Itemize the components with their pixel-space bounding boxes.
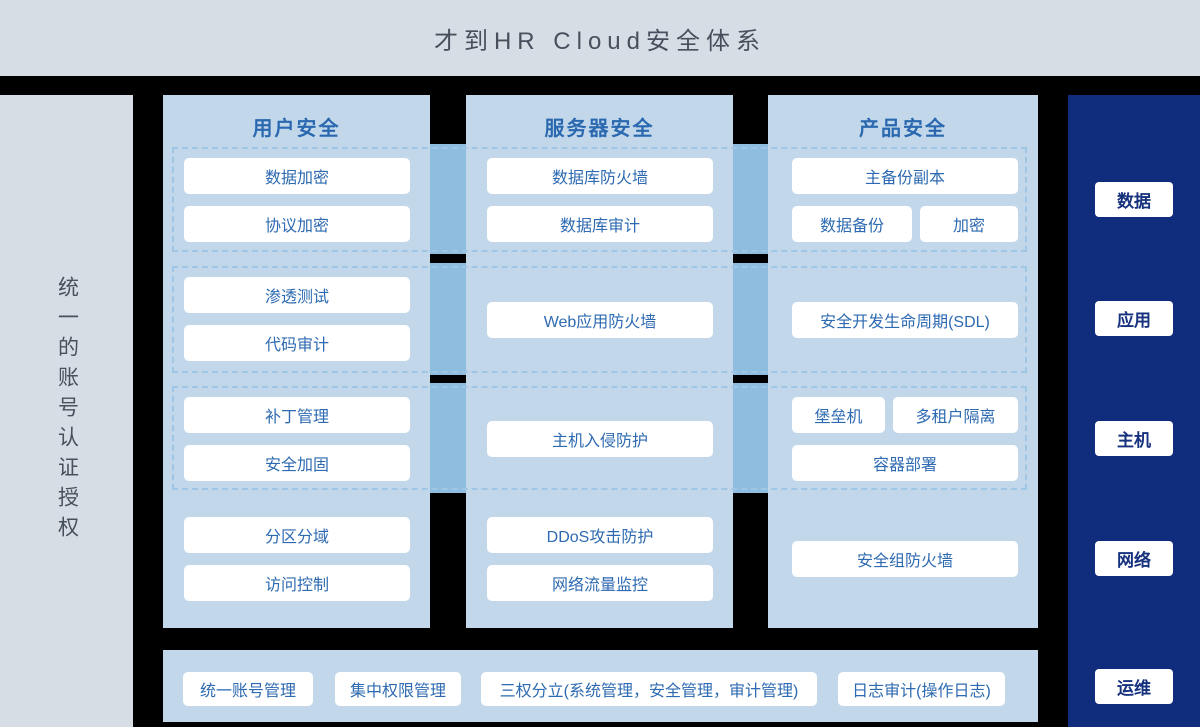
dashed-group-row-3 xyxy=(172,386,1027,490)
node-primary-backup-replica: 主备份副本 xyxy=(792,158,1018,194)
node-security-group-firewall: 安全组防火墙 xyxy=(792,541,1018,577)
node-host-intrusion-prevention: 主机入侵防护 xyxy=(487,421,713,457)
node-log-audit: 日志审计(操作日志) xyxy=(838,672,1005,706)
column-header-product-security: 产品安全 xyxy=(859,117,947,140)
node-data-backup: 数据备份 xyxy=(792,206,912,242)
node-ddos-protection: DDoS攻击防护 xyxy=(487,517,713,553)
tag-application: 应用 xyxy=(1095,301,1173,336)
tag-operations: 运维 xyxy=(1095,669,1173,704)
bridge-connector xyxy=(733,383,768,493)
bridge-connector xyxy=(430,383,466,493)
node-data-encryption: 数据加密 xyxy=(184,158,410,194)
node-network-traffic-monitoring: 网络流量监控 xyxy=(487,565,713,601)
node-encryption: 加密 xyxy=(920,206,1018,242)
node-database-audit: 数据库审计 xyxy=(487,206,713,242)
column-header-user-security: 用户安全 xyxy=(252,117,341,140)
node-patch-management: 补丁管理 xyxy=(184,397,410,433)
node-database-firewall: 数据库防火墙 xyxy=(487,158,713,194)
bridge-connector xyxy=(733,263,768,375)
left-panel-unified-auth: 统一的账号认证授权 xyxy=(0,95,133,727)
tag-host: 主机 xyxy=(1095,421,1173,456)
page-title: 才到HR Cloud安全体系 xyxy=(433,27,767,55)
node-web-application-firewall: Web应用防火墙 xyxy=(487,302,713,338)
dashed-group-row-1 xyxy=(172,147,1027,252)
dashed-group-row-2 xyxy=(172,266,1027,373)
node-multi-tenant-isolation: 多租户隔离 xyxy=(893,397,1018,433)
node-protocol-encryption: 协议加密 xyxy=(184,206,410,242)
header-bar: 才到HR Cloud安全体系 xyxy=(0,0,1200,76)
bridge-connector xyxy=(430,144,466,254)
node-code-audit: 代码审计 xyxy=(184,325,410,361)
node-separation-of-powers: 三权分立(系统管理，安全管理，审计管理) xyxy=(481,672,817,706)
node-partition-zoning: 分区分域 xyxy=(184,517,410,553)
tag-network: 网络 xyxy=(1095,541,1173,576)
node-access-control: 访问控制 xyxy=(184,565,410,601)
node-unified-account-management: 统一账号管理 xyxy=(183,672,313,706)
column-header-server-security: 服务器安全 xyxy=(544,117,655,140)
node-sdl: 安全开发生命周期(SDL) xyxy=(792,302,1018,338)
node-penetration-testing: 渗透测试 xyxy=(184,277,410,313)
tag-data: 数据 xyxy=(1095,182,1173,217)
node-security-hardening: 安全加固 xyxy=(184,445,410,481)
bridge-connector xyxy=(733,144,768,254)
bridge-connector xyxy=(430,263,466,375)
node-bastion-host: 堡垒机 xyxy=(792,397,885,433)
node-container-deployment: 容器部署 xyxy=(792,445,1018,481)
left-panel-label: 统一的账号认证授权 xyxy=(55,276,79,546)
node-centralized-permission-management: 集中权限管理 xyxy=(335,672,461,706)
